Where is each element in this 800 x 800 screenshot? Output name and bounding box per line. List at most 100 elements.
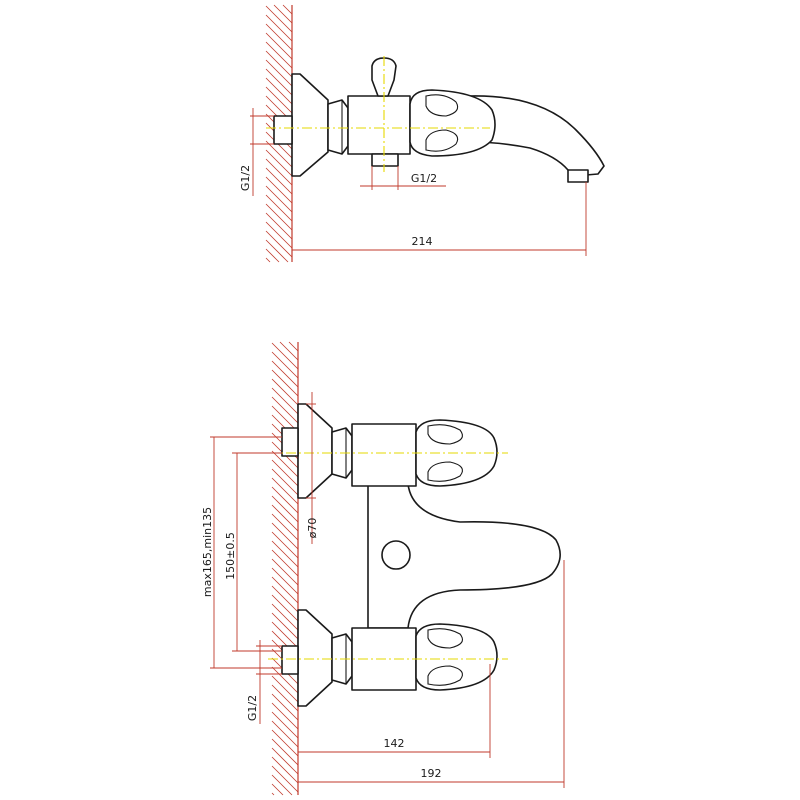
wall-hatch-line: [271, 792, 275, 796]
dim-flange-diameter: ø70: [306, 392, 319, 544]
wall-hatch-line: [271, 558, 299, 586]
wall-hatch-line: [271, 396, 299, 424]
spout-aerator-top: [567, 169, 589, 183]
handle-top: [409, 89, 496, 157]
wall-hatch-line: [271, 774, 293, 796]
inlet-pipe-top: [273, 115, 293, 145]
wall-hatch-line: [265, 23, 293, 51]
wall-hatch-line: [271, 495, 299, 523]
wall-hatch-line: [271, 603, 299, 631]
dim-g12-front: G1/2: [246, 640, 282, 724]
wall-hatch-line: [265, 86, 293, 114]
wall-hatch-line: [271, 621, 299, 649]
wall-hatch-line: [265, 50, 293, 78]
spout-top: [467, 95, 605, 177]
dim-center-distance: 150±0.5: [224, 452, 282, 652]
wall-hatch-line: [265, 41, 293, 69]
hex-nut-top: [327, 99, 349, 155]
wall-hatch-line: [271, 684, 299, 712]
wall-hatch-line: [265, 14, 293, 42]
dim-height-range: max165,min135: [201, 436, 282, 669]
wall-hatch-line: [271, 468, 299, 496]
dim-label-depth-short: 142: [384, 737, 405, 750]
wall-hatch-line: [271, 549, 299, 577]
lower-valve-front: [268, 609, 508, 707]
wall-hatch-line: [271, 369, 299, 397]
wall-hatch-line: [265, 248, 280, 263]
bottom-outlet-top: [371, 153, 399, 167]
wall-hatch-line: [282, 4, 293, 15]
wall-hatch-line: [273, 4, 293, 24]
wall-hatch-line: [271, 540, 299, 568]
mixer-body-front: [367, 483, 561, 629]
wall-hatch-line: [265, 59, 293, 87]
upper-valve-front: [268, 403, 508, 499]
dim-g12-bottom-top: G1/2: [360, 166, 446, 190]
wall-hatch-line: [271, 450, 299, 478]
wall-hatch-line: [265, 239, 289, 263]
wall-hatch-line: [271, 594, 299, 622]
wall-hatch-line: [271, 765, 299, 793]
dim-192: 192: [298, 560, 565, 788]
dim-label-height-range: max165,min135: [201, 507, 214, 597]
dim-214: 214: [292, 182, 587, 256]
wall-hatch-line: [271, 702, 299, 730]
wall-hatch-line: [265, 257, 271, 263]
wall-hatch-line: [265, 140, 293, 168]
dim-g12-left-top: G1/2: [239, 108, 274, 196]
wall-hatch-line: [271, 522, 299, 550]
wall-hatch-line: [271, 756, 299, 784]
wall-hatch-line: [271, 576, 299, 604]
dim-label-thread-bottom-top: G1/2: [411, 172, 437, 185]
wall-hatch-line: [271, 675, 299, 703]
wall-hatch-line: [265, 149, 293, 177]
wall-hatch-line: [271, 585, 299, 613]
wall-hatch-line: [271, 738, 299, 766]
dim-label-thread-left-front: G1/2: [246, 695, 259, 721]
wall-front: [271, 341, 299, 796]
dim-label-thread-left-top: G1/2: [239, 165, 252, 191]
wall-hatch-line: [271, 567, 299, 595]
diverter-button-front: [381, 540, 411, 570]
wall-hatch-line: [271, 729, 299, 757]
wall-hatch-line: [271, 720, 299, 748]
wall-hatch-line: [265, 167, 293, 195]
wall-hatch-line: [271, 693, 299, 721]
wall-hatch-line: [271, 342, 299, 370]
top-view: G1/2 G1/2 214: [239, 4, 605, 263]
wall-hatch-line: [265, 203, 293, 231]
front-view: max165,min135 150±0.5 ø70 G1/2 142: [201, 341, 565, 796]
wall-hatch-line: [271, 360, 299, 388]
wall-hatch-line: [265, 194, 293, 222]
wall-hatch-line: [271, 378, 299, 406]
dim-label-center-distance: 150±0.5: [224, 532, 237, 580]
wall-hatch-line: [271, 351, 299, 379]
wall-hatch-line: [265, 185, 293, 213]
wall-hatch-line: [279, 341, 299, 361]
wall-flange-top: [291, 73, 329, 177]
dim-142: 142: [298, 664, 491, 758]
wall-hatch-line: [288, 341, 299, 352]
wall-hatch-line: [265, 230, 293, 258]
wall-hatch-line: [271, 783, 284, 796]
wall-hatch-line: [271, 711, 299, 739]
wall-hatch-line: [265, 158, 293, 186]
wall-hatch-line: [271, 387, 299, 415]
wall-hatch-line: [271, 459, 299, 487]
wall-hatch-line: [271, 531, 299, 559]
wall-hatch-line: [265, 131, 293, 159]
wall-hatch-line: [265, 77, 293, 105]
dim-label-flange-diameter: ø70: [306, 518, 319, 539]
dim-label-length: 214: [412, 235, 433, 248]
wall-hatch-line: [265, 68, 293, 96]
wall-hatch-line: [271, 513, 299, 541]
wall-hatch-line: [271, 477, 299, 505]
valve-body-top: [347, 95, 411, 155]
wall-hatch-line: [265, 212, 293, 240]
dim-label-depth-long: 192: [421, 767, 442, 780]
wall-hatch-line: [271, 747, 299, 775]
wall-hatch-line: [265, 5, 293, 33]
wall-hatch-line: [271, 612, 299, 640]
wall-hatch-line: [271, 666, 299, 694]
